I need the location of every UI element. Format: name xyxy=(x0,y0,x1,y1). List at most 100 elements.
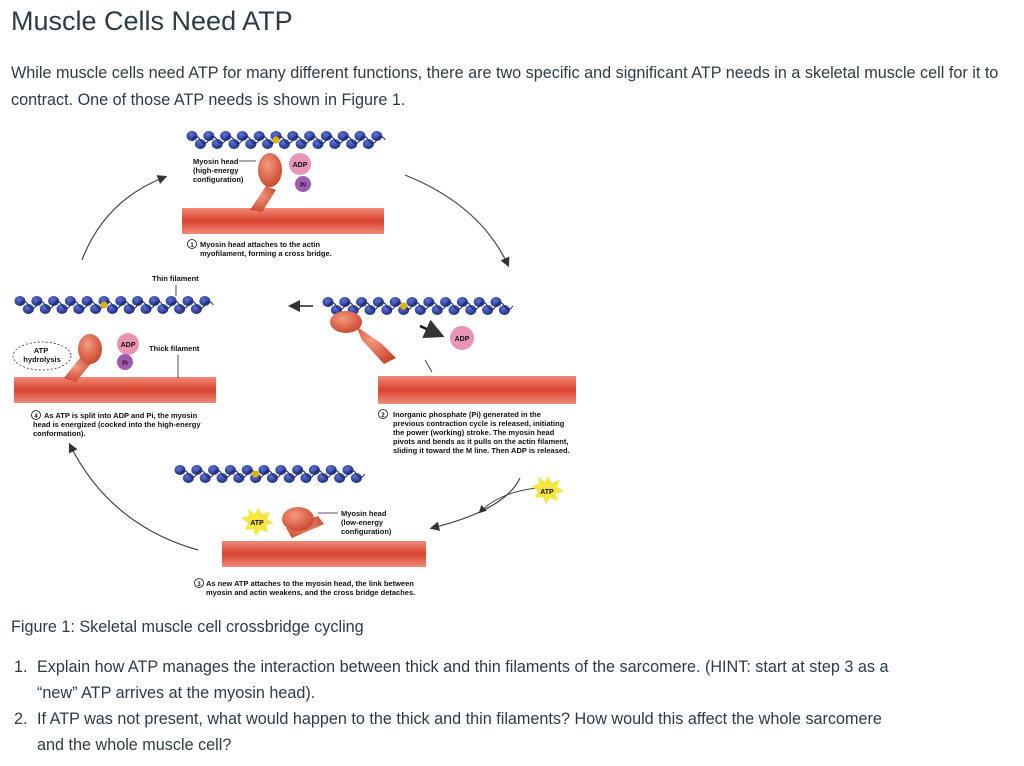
crossbridge-cycle-diagram: ADP Pi Myosin head (high-energy configur… xyxy=(12,131,576,597)
pi-step1 xyxy=(295,176,311,192)
svg-text:Pi: Pi xyxy=(300,183,306,189)
actin-bead xyxy=(190,304,202,314)
svg-text:ATP: ATP xyxy=(250,520,264,527)
actin-bead xyxy=(414,305,426,315)
actin-bead xyxy=(473,297,485,307)
actin-bead xyxy=(22,304,34,314)
myosin-head-step4 xyxy=(78,334,102,364)
adp-step2 xyxy=(450,326,474,350)
question-number: 1. xyxy=(14,658,28,676)
thin-filament-step2 xyxy=(322,297,514,315)
question-item: 1. Explain how ATP manages the interacti… xyxy=(10,654,910,706)
adp-step4 xyxy=(117,333,139,355)
step3-caption: As new ATP attaches to the myosin head, … xyxy=(206,579,416,597)
actin-bead xyxy=(317,473,329,483)
actin-bead xyxy=(148,296,160,306)
actin-bead xyxy=(371,131,383,141)
actin-bead xyxy=(258,465,270,475)
troponin-dot xyxy=(252,470,260,478)
myosin-neck-step4 xyxy=(64,358,92,382)
svg-text:Pi: Pi xyxy=(122,361,128,367)
thick-filament-label: Thick filament xyxy=(149,344,200,353)
myosin-neck-step2 xyxy=(356,326,396,364)
actin-bead xyxy=(337,131,349,141)
svg-text:ADP: ADP xyxy=(293,162,308,169)
actin-bead xyxy=(174,465,186,475)
question-item: 2. If ATP was not present, what would ha… xyxy=(10,706,910,758)
atp-burst-step3 xyxy=(241,508,274,536)
actin-bead xyxy=(356,297,368,307)
actin-bead xyxy=(448,305,460,315)
actin-bead xyxy=(339,297,351,307)
actin-bead xyxy=(275,465,287,475)
actin-bead xyxy=(364,305,376,315)
tropomyosin-strand xyxy=(179,470,366,478)
cycle-arrow-4-to-1 xyxy=(81,175,168,261)
actin-bead xyxy=(342,465,354,475)
thick-filament-step4 xyxy=(14,377,216,403)
actin-bead xyxy=(431,305,443,315)
tropomyosin-strand xyxy=(191,136,386,144)
actin-bead xyxy=(381,305,393,315)
actin-bead xyxy=(350,473,362,483)
actin-bead xyxy=(325,465,337,475)
thin-filament-step3 xyxy=(174,465,366,483)
actin-bead xyxy=(287,131,299,141)
actin-bead xyxy=(14,296,26,306)
actin-bead xyxy=(354,131,366,141)
thin-filament-step1 xyxy=(186,131,386,149)
actin-bead xyxy=(216,473,228,483)
thick-filament-step1 xyxy=(182,208,384,234)
actin-bead xyxy=(81,296,93,306)
actin-bead xyxy=(312,139,324,149)
svg-text:1: 1 xyxy=(190,243,194,249)
actin-bead xyxy=(228,139,240,149)
actin-bead xyxy=(186,131,198,141)
actin-bead xyxy=(329,139,341,149)
actin-bead xyxy=(199,473,211,483)
actin-bead xyxy=(90,304,102,314)
tropomyosin-strand xyxy=(19,301,214,309)
actin-bead xyxy=(194,139,206,149)
thick-filament-step2 xyxy=(378,376,576,404)
crossbridge-cycle-figure: ADP Pi Myosin head (high-energy configur… xyxy=(0,120,620,610)
actin-bead xyxy=(140,304,152,314)
myosin-head-step3 xyxy=(282,507,314,531)
actin-bead xyxy=(211,139,223,149)
atp-incoming-arrow xyxy=(478,487,538,514)
actin-bead xyxy=(182,296,194,306)
actin-bead xyxy=(56,304,68,314)
actin-bead xyxy=(292,465,304,475)
actin-bead xyxy=(132,296,144,306)
adp-step1 xyxy=(289,153,311,175)
actin-bead xyxy=(182,473,194,483)
step1-caption: Myosin head attaches to the actin myofil… xyxy=(200,240,332,258)
actin-bead xyxy=(73,304,85,314)
actin-bead xyxy=(346,139,358,149)
actin-bead xyxy=(203,131,215,141)
myosin-head-step2 xyxy=(330,311,362,333)
actin-bead xyxy=(482,305,494,315)
myosin-head-low-label: Myosin head (low-energy configuration) xyxy=(341,509,392,536)
svg-text:ATP: ATP xyxy=(540,489,554,496)
actin-bead xyxy=(320,131,332,141)
svg-text:ADP: ADP xyxy=(455,336,470,343)
svg-text:ADP: ADP xyxy=(121,342,136,349)
actin-bead xyxy=(278,139,290,149)
actin-bead xyxy=(456,297,468,307)
actin-bead xyxy=(245,139,257,149)
actin-bead xyxy=(115,296,127,306)
thick-filament-step3 xyxy=(222,541,426,567)
actin-bead xyxy=(253,131,265,141)
actin-bead xyxy=(199,296,211,306)
actin-bead xyxy=(304,131,316,141)
question-number: 2. xyxy=(14,710,28,728)
actin-bead xyxy=(48,296,60,306)
actin-bead xyxy=(300,473,312,483)
question-text: If ATP was not present, what would happe… xyxy=(37,710,882,754)
svg-text:3: 3 xyxy=(197,582,201,588)
actin-bead xyxy=(157,304,169,314)
troponin-dot xyxy=(272,136,280,144)
actin-bead xyxy=(295,139,307,149)
troponin-dot xyxy=(100,301,108,309)
